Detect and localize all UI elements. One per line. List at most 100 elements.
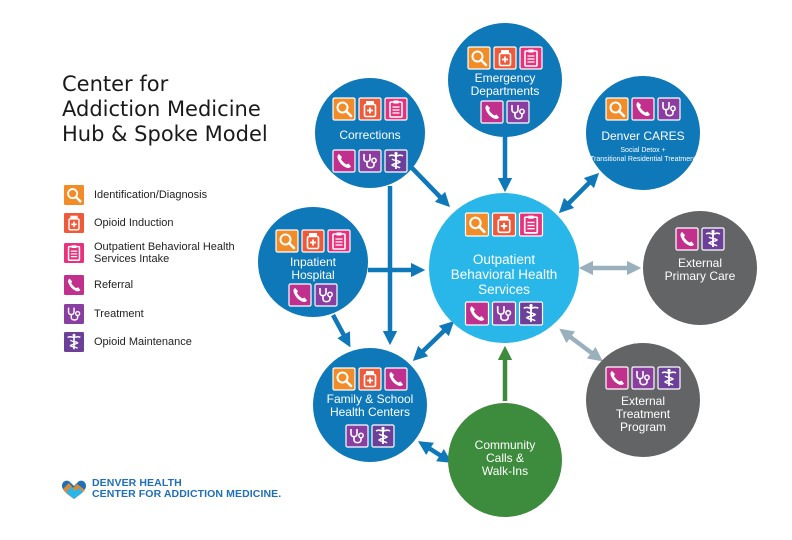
node-label: Corrections — [339, 128, 400, 142]
diagram-title: Center for Addiction Medicine Hub & Spok… — [62, 72, 292, 147]
magnifier-icon — [605, 97, 629, 121]
phone-icon — [605, 366, 629, 390]
mountain-heart-logo-icon — [62, 480, 86, 499]
pill-bottle-icon — [64, 213, 84, 233]
pill-bottle-icon — [493, 46, 517, 70]
phone-icon — [288, 283, 312, 307]
legend-item-treatment: Treatment — [64, 304, 244, 324]
magnifier-icon — [332, 367, 356, 391]
node-label: Emergency — [475, 71, 536, 85]
connector-arrow-hub-family — [412, 320, 455, 362]
connector-arrow-corrections-to-hub — [410, 166, 451, 208]
node-label: Community — [475, 438, 536, 452]
pill-bottle-icon — [358, 367, 382, 391]
legend-label: Outpatient Behavioral Health Services In… — [94, 241, 235, 265]
phone-icon — [675, 227, 699, 251]
legend-item-identification: Identification/Diagnosis — [64, 185, 244, 205]
node-circle — [643, 211, 757, 325]
connector-arrow-hub-cares — [558, 172, 600, 214]
legend-item-referral: Referral — [64, 275, 244, 295]
legend-label: Treatment — [94, 308, 144, 320]
clipboard-icon — [519, 46, 543, 70]
connector-layer — [331, 137, 642, 463]
node-label: Health Centers — [330, 405, 410, 419]
pill-bottle-icon — [358, 97, 382, 121]
node-label: Walk-Ins — [482, 464, 528, 478]
node-label: Treatment — [616, 407, 671, 421]
node-sublabel: Social Detox + — [620, 147, 665, 154]
node-label: Program — [620, 420, 666, 434]
legend-label: Opioid Maintenance — [94, 336, 192, 348]
legend-label: Referral — [94, 279, 134, 291]
node-label: External — [678, 256, 722, 270]
phone-icon — [384, 367, 408, 391]
magnifier-icon — [332, 97, 356, 121]
node-label: Behavioral Health — [451, 267, 558, 282]
phone-icon — [332, 149, 356, 173]
medical-caduceus-icon — [518, 301, 544, 326]
legend-item-intake: Outpatient Behavioral Health Services In… — [64, 241, 244, 265]
clipboard-icon — [384, 97, 408, 121]
node-cares: Denver CARES Social Detox + Transitional R… — [586, 76, 700, 190]
magnifier-icon — [275, 229, 299, 253]
medical-caduceus-icon — [64, 332, 84, 352]
pill-bottle-icon — [301, 229, 325, 253]
magnifier-icon — [467, 46, 491, 70]
logo-line-2: CENTER FOR ADDICTION MEDICINE. — [92, 488, 282, 500]
node-label: Hospital — [291, 268, 334, 282]
node-label: External — [621, 394, 665, 408]
node-label: Departments — [471, 84, 540, 98]
medical-caduceus-icon — [371, 424, 395, 448]
node-corrections: Corrections — [315, 78, 425, 188]
medical-caduceus-icon — [657, 366, 681, 390]
medical-caduceus-icon — [701, 227, 725, 251]
connector-arrow-family-community — [417, 441, 453, 463]
node-label: Denver CARES — [601, 129, 684, 143]
node-label: Calls & — [486, 451, 524, 465]
legend-item-induction: Opioid Induction — [64, 213, 244, 233]
clipboard-icon — [518, 212, 544, 237]
node-label: Inpatient — [290, 255, 337, 269]
node-label: Outpatient — [473, 252, 536, 267]
logo-line-1: DENVER HEALTH — [92, 477, 182, 489]
denver-health-logo: DENVER HEALTH CENTER FOR ADDICTION MEDIC… — [60, 478, 281, 500]
phone-icon — [480, 100, 504, 124]
connector-arrow-inpatient-to-family — [331, 313, 351, 348]
stethoscope-icon — [506, 100, 530, 124]
phone-icon — [464, 301, 490, 326]
stethoscope-icon — [657, 97, 681, 121]
title-line-2: Addiction Medicine — [62, 97, 261, 121]
legend-item-maintenance: Opioid Maintenance — [64, 332, 244, 352]
node-sublabel: Transitional Residential Treatment — [590, 156, 696, 163]
node-label: Primary Care — [665, 269, 736, 283]
node-label: Services — [478, 282, 530, 297]
phone-icon — [64, 275, 84, 295]
phone-icon — [631, 97, 655, 121]
legend-label: Identification/Diagnosis — [94, 189, 208, 201]
magnifier-icon — [64, 185, 84, 205]
clipboard-icon — [64, 243, 84, 263]
medical-caduceus-icon — [384, 149, 408, 173]
title-line-3: Hub & Spoke Model — [62, 122, 268, 146]
stethoscope-icon — [491, 301, 517, 326]
legend-label: Opioid Induction — [94, 217, 174, 229]
connector-arrow-hub-treatment-program — [559, 328, 603, 362]
stethoscope-icon — [314, 283, 338, 307]
node-circle — [448, 403, 562, 517]
node-label: Family & School — [327, 392, 414, 406]
stethoscope-icon — [631, 366, 655, 390]
stethoscope-icon — [358, 149, 382, 173]
stethoscope-icon — [64, 304, 84, 324]
pill-bottle-icon — [491, 212, 517, 237]
clipboard-icon — [327, 229, 351, 253]
magnifier-icon — [464, 212, 490, 237]
